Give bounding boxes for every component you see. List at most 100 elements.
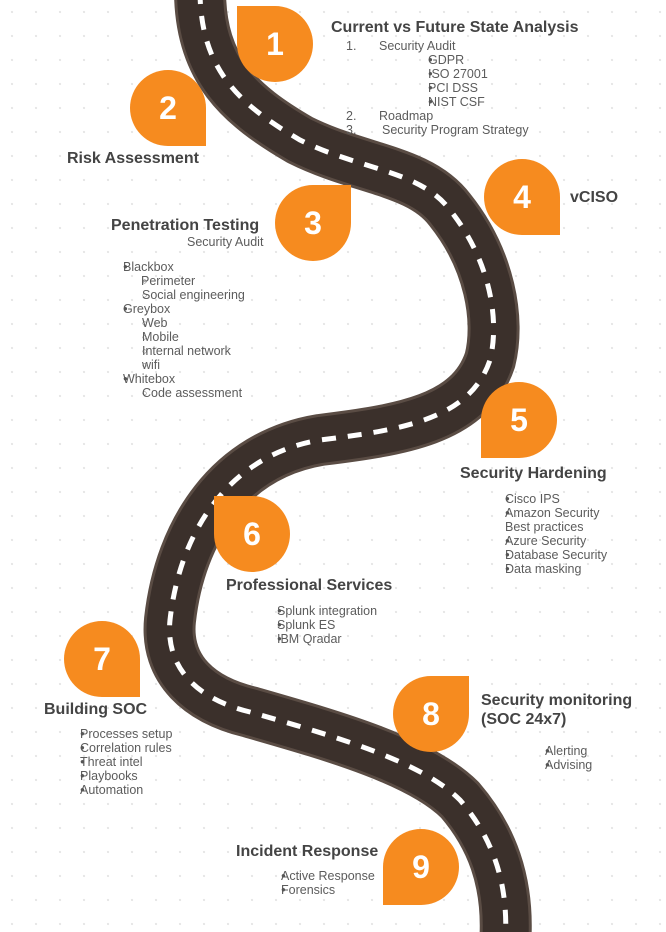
list-item: Amazon Security [476, 506, 607, 520]
list-item: Automation [49, 783, 172, 797]
list-item-label: Blackbox [123, 260, 174, 274]
list-item: Internal network [63, 344, 245, 358]
list-item-label: Splunk ES [277, 618, 336, 632]
road-surface [146, 0, 529, 932]
list-item-label: NIST CSF [428, 95, 485, 109]
step-1-number: 1 [266, 25, 284, 62]
list-item-label: Processes setup [80, 727, 173, 741]
audit-sub-list: GDPR ISO 27001 PCI DSS NIST CSF [400, 53, 488, 109]
list-item-label: Splunk integration [277, 604, 378, 618]
step-8-marker: 8 [391, 674, 471, 759]
list-item: Threat intel [49, 755, 172, 769]
list-item-label: Perimeter [141, 274, 196, 288]
step-6-number: 6 [243, 515, 261, 552]
list-item-label: Advising [545, 758, 593, 772]
list-item-label: Cisco IPS [505, 492, 560, 506]
step-5-number: 5 [510, 401, 528, 438]
step-7-title: Building SOC [44, 701, 148, 718]
step-3-title: Penetration Testing [111, 217, 260, 234]
list-item: IBM Qradar [247, 632, 377, 646]
list-item: ISO 27001 [400, 67, 488, 81]
list-item-label: ISO 27001 [428, 67, 488, 81]
analysis-item-3-label: Security Program Strategy [382, 123, 529, 137]
step-5-marker: 5 [479, 380, 559, 465]
list-item: Advising [515, 758, 592, 772]
step-7-number: 7 [93, 640, 111, 677]
list-item: Mobile [63, 330, 245, 344]
list-item: Blackbox [92, 260, 245, 274]
step-6-marker: 6 [212, 494, 292, 579]
list-item-label: Alerting [545, 744, 588, 758]
list-item-label: Forensics [281, 883, 336, 897]
list-item: Splunk integration [247, 604, 377, 618]
list-item: Social engineering [63, 288, 245, 302]
incident-list: Active Response Forensics [252, 869, 375, 897]
list-item-label: Amazon Security [505, 506, 600, 520]
analysis-item-1-marker: 1. [346, 39, 357, 53]
list-item: Code assessment [63, 386, 245, 400]
list-item-label: Code assessment [142, 386, 243, 400]
step-9-marker: 9 [381, 827, 461, 912]
list-item-label: GDPR [428, 53, 465, 67]
step-6-title: Professional Services [226, 577, 393, 594]
list-item-label: Best practices [505, 520, 584, 534]
list-item: Perimeter [63, 274, 245, 288]
step-4-title: vCISO [570, 189, 619, 206]
list-item: Forensics [252, 883, 375, 897]
list-item-label: Correlation rules [80, 741, 172, 755]
list-item-label: Web [142, 316, 168, 330]
list-item-label: IBM Qradar [277, 632, 342, 646]
list-item-label: Mobile [142, 330, 179, 344]
list-item: Greybox [92, 302, 245, 316]
list-item: Data masking [476, 562, 607, 576]
list-item-label: Greybox [123, 302, 171, 316]
list-item-label: Automation [80, 783, 144, 797]
list-item: Correlation rules [49, 741, 172, 755]
step-4-marker: 4 [482, 157, 562, 242]
list-item: Processes setup [49, 727, 172, 741]
hardening-list: Cisco IPS Amazon Security Best practices… [476, 492, 607, 576]
step-3-number: 3 [304, 204, 322, 241]
list-item: Whitebox [92, 372, 245, 386]
list-item-label: Azure Security [505, 534, 587, 548]
list-item: NIST CSF [400, 95, 488, 109]
step-8-number: 8 [422, 695, 440, 732]
step-2-number: 2 [159, 89, 177, 126]
step-5-title: Security Hardening [460, 465, 607, 482]
list-item: Azure Security [476, 534, 607, 548]
services-list: Splunk integration Splunk ES IBM Qradar [247, 604, 377, 646]
list-item-label: Data masking [505, 562, 582, 576]
step-7-marker: 7 [62, 619, 142, 704]
step-1-marker: 1 [235, 4, 315, 89]
step-1-title: Current vs Future State Analysis [331, 19, 579, 36]
step-3-marker: 3 [273, 183, 353, 268]
analysis-item-2-label: Roadmap [379, 109, 434, 123]
list-item: Playbooks [49, 769, 172, 783]
list-item-label: Social engineering [142, 288, 245, 302]
monitoring-list: Alerting Advising [515, 744, 592, 772]
soc-list: Processes setup Correlation rules Threat… [49, 727, 172, 797]
list-item-label: PCI DSS [428, 81, 479, 95]
list-item: Best practices [476, 520, 607, 534]
list-item: GDPR [400, 53, 488, 67]
step-2-marker: 2 [128, 68, 208, 153]
step-2-title: Risk Assessment [67, 150, 199, 167]
step-9-number: 9 [412, 848, 430, 885]
list-item-label: Active Response [281, 869, 375, 883]
list-item-label: Playbooks [80, 769, 138, 783]
list-item-label: Whitebox [123, 372, 176, 386]
road-lane-dashes [167, 0, 509, 932]
list-item-label: wifi [142, 358, 161, 372]
list-item-label: Threat intel [80, 755, 143, 769]
list-item: PCI DSS [400, 81, 488, 95]
list-item: Cisco IPS [476, 492, 607, 506]
list-item: Alerting [515, 744, 592, 758]
pentest-list: Blackbox Perimeter Social engineering Gr… [92, 260, 245, 400]
analysis-item-3-marker: 3. [346, 123, 357, 137]
list-item-label: Database Security [505, 548, 608, 562]
list-item: Active Response [252, 869, 375, 883]
list-item-label: Internal network [142, 344, 231, 358]
analysis-item-1-label: Security Audit [379, 39, 456, 53]
step-4-number: 4 [513, 178, 531, 215]
